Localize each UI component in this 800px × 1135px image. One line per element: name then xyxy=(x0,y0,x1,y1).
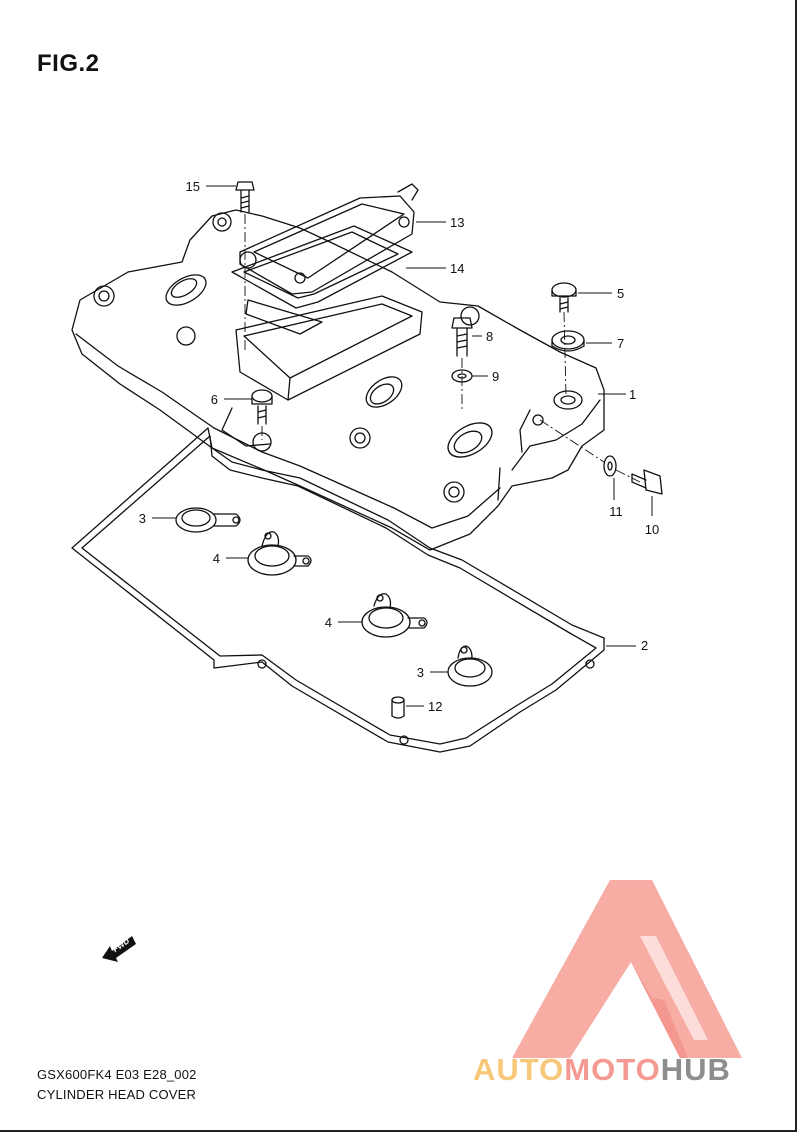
callout-6: 6 xyxy=(211,392,218,407)
callout-14: 14 xyxy=(450,261,464,276)
section-name: CYLINDER HEAD COVER xyxy=(37,1087,197,1102)
part-3-seal-right xyxy=(447,645,493,687)
brand-wordmark: AUTOMOTOHUB xyxy=(473,1052,731,1088)
callout-15: 15 xyxy=(186,179,200,194)
part-10-bolt xyxy=(631,469,663,495)
part-15-bolt xyxy=(235,181,255,213)
callout-4-left: 4 xyxy=(213,551,220,566)
cylinder-head-cover xyxy=(71,209,605,551)
callout-1: 1 xyxy=(629,387,636,402)
part-7-grommet xyxy=(551,330,585,352)
part-6-bolt xyxy=(251,389,273,425)
model-code: GSX600FK4 E03 E28_002 xyxy=(37,1067,197,1082)
callout-4-right: 4 xyxy=(325,615,332,630)
brand-part-hub: HUB xyxy=(660,1052,731,1087)
figure-title: FIG.2 xyxy=(37,50,100,77)
callout-8: 8 xyxy=(486,329,493,344)
brand-part-auto: AUTO xyxy=(473,1052,565,1087)
brand-part-moto: MOTO xyxy=(564,1052,661,1087)
part-3-seal-left xyxy=(175,507,241,533)
part-11-washer xyxy=(603,455,617,477)
callout-9: 9 xyxy=(492,369,499,384)
callout-3-left: 3 xyxy=(139,511,146,526)
part-14-breather-gasket xyxy=(231,225,413,309)
callout-3-right: 3 xyxy=(417,665,424,680)
callout-5: 5 xyxy=(617,286,624,301)
part-12-dowel-pin xyxy=(391,696,405,719)
callout-10: 10 xyxy=(645,522,659,537)
forward-arrow-icon: FWD xyxy=(102,936,136,962)
part-4-seal-right xyxy=(361,593,428,638)
callout-12: 12 xyxy=(428,699,442,714)
part-13-breather-cover xyxy=(239,183,419,295)
cover-gasket xyxy=(71,427,605,753)
automotohub-logo-icon xyxy=(512,880,742,1058)
callout-11: 11 xyxy=(609,504,623,519)
part-5-bolt xyxy=(551,282,577,313)
callout-2: 2 xyxy=(641,638,648,653)
callout-7: 7 xyxy=(617,336,624,351)
callout-13: 13 xyxy=(450,215,464,230)
part-4-seal-left xyxy=(247,531,312,576)
part-8-bolt xyxy=(451,317,473,357)
